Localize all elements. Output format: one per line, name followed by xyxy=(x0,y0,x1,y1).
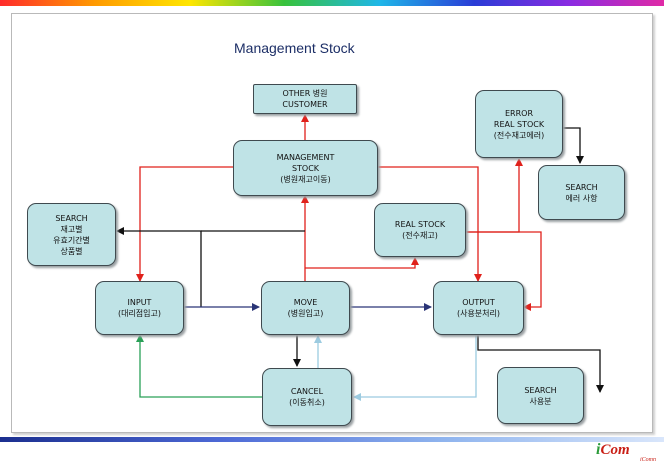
node-cancel: CANCEL (이동취소) xyxy=(262,368,352,426)
node-search-error: SEARCH 에러 사항 xyxy=(538,165,625,220)
logo-subtext: iComn xyxy=(639,457,656,463)
edge-management-to-input xyxy=(136,166,233,282)
node-move: MOVE (병원입고) xyxy=(261,281,350,335)
edge-realstock-to-output xyxy=(466,231,542,311)
node-search-usage: SEARCH 사용분 xyxy=(497,367,584,424)
edge-error-to-searcherror xyxy=(563,127,584,164)
edge-output-to-searchusage xyxy=(477,334,604,393)
logo-i-glyph: i xyxy=(596,441,601,458)
node-real-stock: REAL STOCK (전수재고) xyxy=(374,203,466,257)
node-error-real-stock: ERROR REAL STOCK (전수재고에러) xyxy=(475,90,563,158)
node-input: INPUT (대리점입고) xyxy=(95,281,184,335)
icom-logo: iCom iComn xyxy=(596,441,658,463)
node-search-stock: SEARCH 재고별 유효기간별 상품별 xyxy=(27,203,116,266)
node-output: OUTPUT (사용분처리) xyxy=(433,281,524,335)
diagram-frame xyxy=(11,13,653,433)
edge-cancel-to-input xyxy=(136,334,262,398)
edge-move-to-realstock xyxy=(305,257,419,269)
edge-output-to-cancel xyxy=(353,334,477,401)
node-other-customer: OTHER 병원 CUSTOMER xyxy=(253,84,357,114)
footer-bar xyxy=(0,437,664,442)
edge-management-to-output xyxy=(378,166,482,282)
top-rainbow-bar xyxy=(0,0,664,6)
edge-realstock-to-error xyxy=(466,158,523,233)
logo-text: Com xyxy=(600,442,630,458)
node-management-stock: MANAGEMENT STOCK (병원재고이동) xyxy=(233,140,378,196)
diagram-title: Management Stock xyxy=(234,40,355,56)
